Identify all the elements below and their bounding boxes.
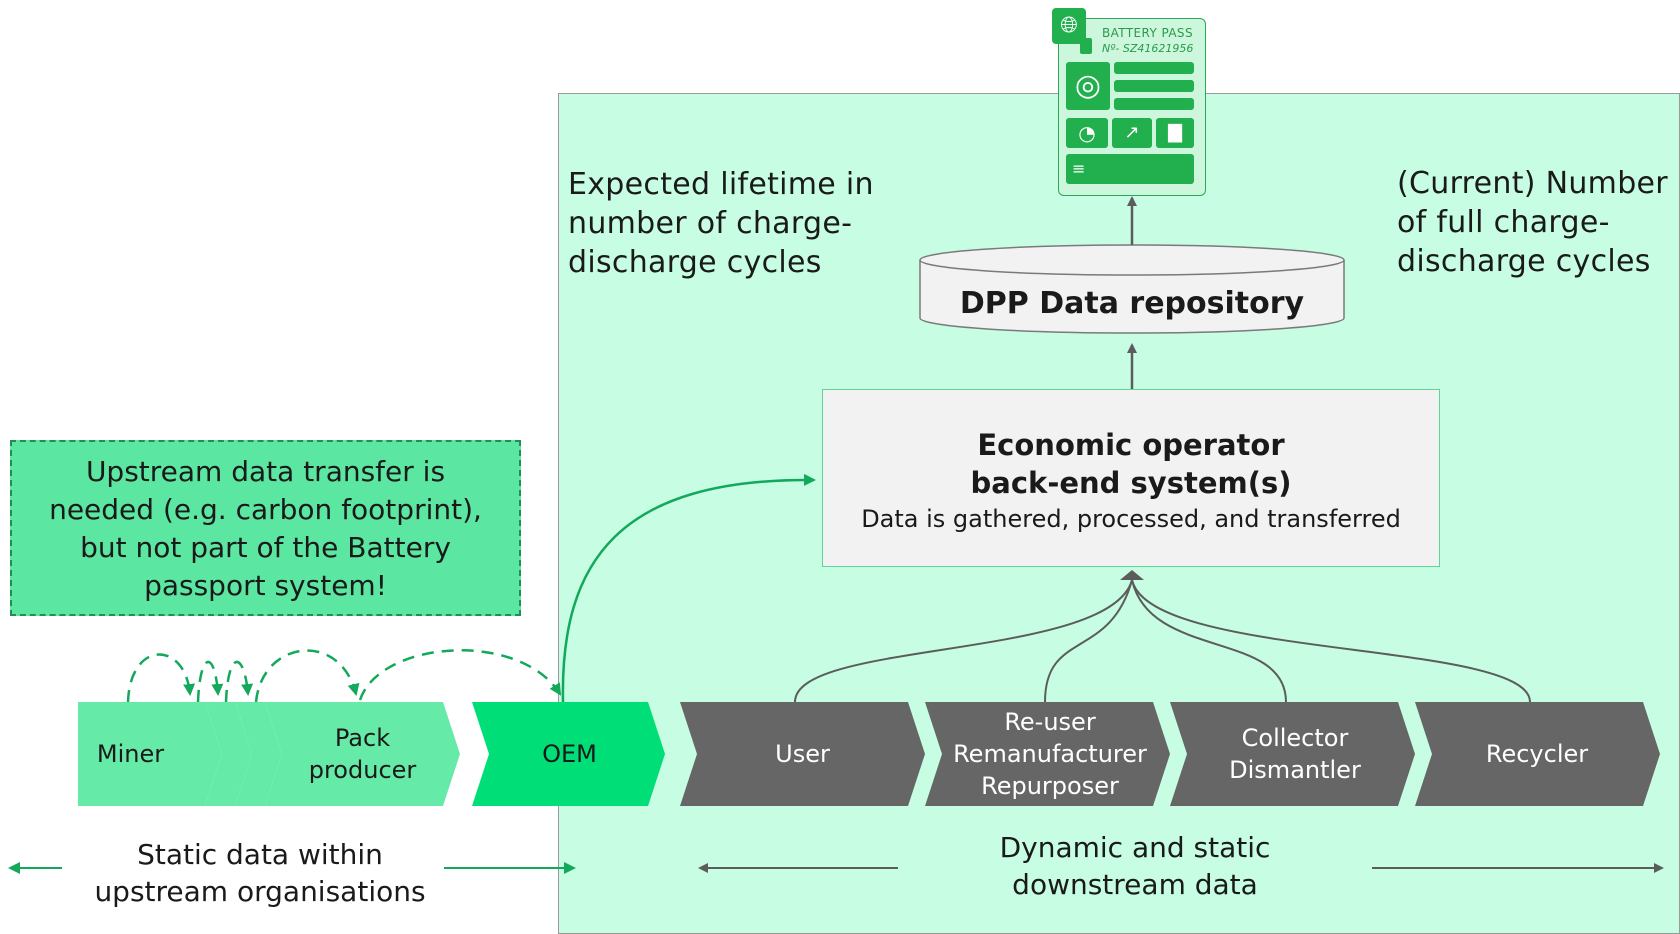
stage-oem-shape <box>472 702 665 806</box>
dpp-repository-label: DPP Data repository <box>959 286 1305 321</box>
stage-user-label: User <box>775 740 830 768</box>
oem-to-eo-arrow <box>561 473 816 703</box>
stage-intermediate-shape-1 <box>175 702 222 806</box>
passport-number: Nº- SZ41621956 <box>1102 42 1194 55</box>
stage-user-shape <box>680 702 925 806</box>
downstream-data-label: Dynamic and static downstream data <box>999 831 1271 901</box>
downstream-arrowhead-icon <box>1120 570 1144 580</box>
stage-miner-shape <box>78 702 197 806</box>
stage-pack-producer-label: Pack producer <box>308 724 417 784</box>
passport-data-bar-3 <box>1114 98 1194 110</box>
pie-chart-icon: ◔ <box>1066 118 1108 148</box>
dpp-repository-cylinder <box>919 244 1345 334</box>
stage-reuser-shape <box>925 702 1170 806</box>
economic-operator-title: Economic operator back-end system(s) <box>970 428 1292 500</box>
upstream-dashed-arrows <box>126 649 562 703</box>
stage-collector-label: Collector Dismantler <box>1229 724 1361 784</box>
upstream-data-label: Static data within upstream organisation… <box>94 838 426 908</box>
stage-recycler-shape <box>1415 702 1660 806</box>
stage-pack-producer-shape <box>265 702 460 806</box>
fingerprint-icon: ◎ <box>1066 62 1110 110</box>
stage-intermediate-shape-2 <box>205 702 252 806</box>
upstream-transfer-note: Upstream data transfer is needed (e.g. c… <box>10 440 521 616</box>
battery-icon <box>1080 38 1092 54</box>
economic-operator-box: Economic operator back-end system(s) Dat… <box>822 389 1440 567</box>
stage-intermediate-shape-3 <box>235 702 282 806</box>
stage-collector-shape <box>1170 702 1415 806</box>
passport-data-bar-2 <box>1114 80 1194 92</box>
stage-miner-label: Miner <box>96 740 165 768</box>
economic-operator-subtitle: Data is gathered, processed, and transfe… <box>861 505 1401 533</box>
passport-data-bar-1 <box>1114 62 1194 74</box>
stage-oem-label: OEM <box>542 740 597 768</box>
passport-title: BATTERY PASS <box>1102 26 1193 40</box>
database-icon: ≡ <box>1066 154 1194 184</box>
stage-recycler-label: Recycler <box>1485 740 1589 768</box>
value-chain-chevrons <box>78 702 1660 806</box>
stage-reuser-label: Re-user Remanufacturer Repurposer <box>953 708 1147 800</box>
current-cycles-label: (Current) Number of full charge- dischar… <box>1397 166 1668 279</box>
downstream-to-eo-curves <box>794 579 1531 703</box>
expected-lifetime-label: Expected lifetime in number of charge- d… <box>568 167 874 280</box>
bar-chart-icon: ▇ <box>1156 118 1194 148</box>
line-chart-icon: ↗ <box>1112 118 1152 148</box>
